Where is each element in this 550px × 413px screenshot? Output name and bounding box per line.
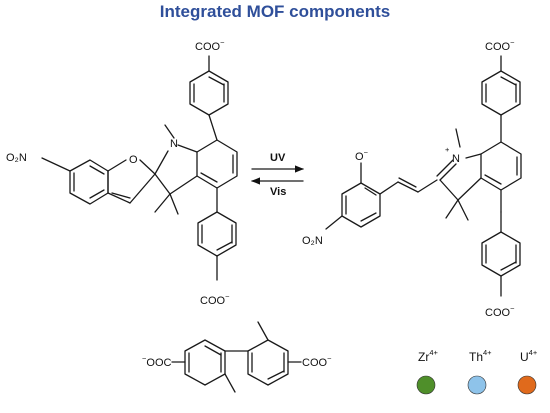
linker-coo-right: COO− bbox=[302, 354, 332, 369]
bottom-carboxyphenyl bbox=[197, 211, 237, 281]
n-plus-charge: + bbox=[445, 145, 450, 154]
top-carboxyphenyl bbox=[189, 55, 229, 141]
merocyanine-structure: COO− N + bbox=[302, 38, 522, 319]
top-carboxyphenyl-right bbox=[481, 55, 521, 143]
photoswitch-arrows: UV Vis bbox=[251, 152, 304, 198]
phenolate-o-label: O− bbox=[355, 148, 369, 163]
vinyl-bridge bbox=[379, 177, 438, 195]
phenolate-ring bbox=[325, 162, 381, 230]
n-label-left: N bbox=[170, 138, 178, 150]
th-ion-sphere bbox=[467, 375, 487, 395]
ion-label-u: U4+ bbox=[520, 348, 538, 364]
coo-label-bottom-left: COO− bbox=[200, 292, 230, 307]
bottom-carboxyphenyl-right bbox=[481, 211, 521, 297]
biphenyl-linker bbox=[171, 321, 302, 393]
figure-title: Integrated MOF components bbox=[159, 2, 391, 21]
chromene-system bbox=[41, 157, 156, 205]
spiropyran-structure: COO− N COO− bbox=[6, 38, 238, 307]
nitro-label-right: O₂N bbox=[302, 235, 323, 247]
ion-label-th: Th4+ bbox=[469, 348, 492, 364]
indolium-benzene bbox=[436, 128, 522, 221]
nitro-label-left: O₂N bbox=[6, 152, 27, 164]
n-label-right: N bbox=[452, 153, 460, 165]
vis-label: Vis bbox=[270, 186, 286, 198]
uv-label: UV bbox=[270, 152, 286, 164]
ion-label-zr: Zr4+ bbox=[418, 348, 438, 364]
indoline-benzene bbox=[154, 124, 238, 215]
o-label-pyran: O bbox=[129, 154, 138, 166]
coo-label-top-left: COO− bbox=[195, 38, 225, 53]
metal-ion-legend: Zr4+ Th4+ U4+ bbox=[416, 348, 538, 395]
zr-ion-sphere bbox=[416, 375, 436, 395]
coo-label-top-right: COO− bbox=[485, 38, 515, 53]
linker-coo-left: −OOC bbox=[142, 354, 172, 369]
coo-label-bottom-right: COO− bbox=[485, 304, 515, 319]
u-ion-sphere bbox=[517, 375, 537, 395]
